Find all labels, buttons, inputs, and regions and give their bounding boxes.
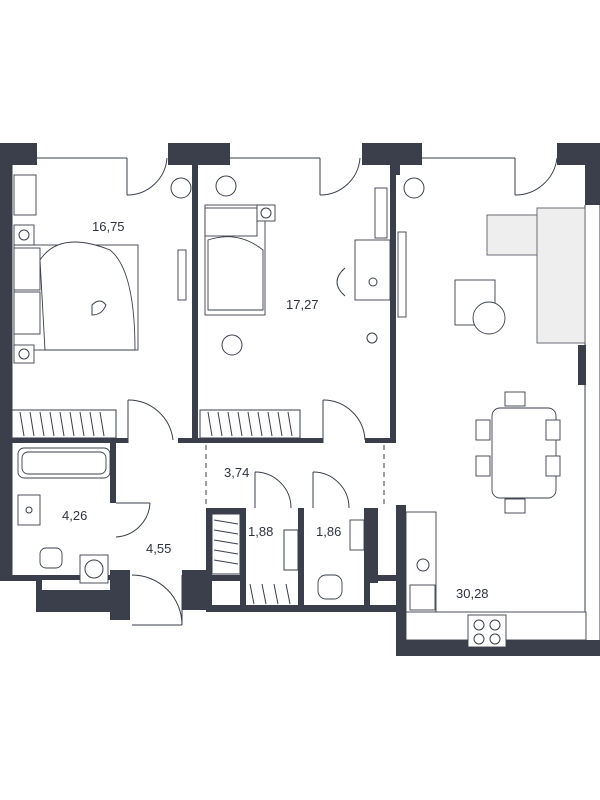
room-area-label-entrance-hall: 4,55 xyxy=(146,541,171,556)
kitchen-furniture xyxy=(405,511,587,648)
plants xyxy=(170,175,531,463)
room-area-label-bedroom-1: 16,75 xyxy=(92,219,125,234)
room-area-label-living-kitchen: 30,28 xyxy=(456,586,489,601)
wc-furniture xyxy=(317,519,365,600)
bedroom-2-furniture xyxy=(204,187,407,344)
interior-walls xyxy=(12,165,406,612)
living-furniture xyxy=(454,207,586,514)
doors xyxy=(115,157,558,626)
room-area-label-bathroom: 4,26 xyxy=(62,508,87,523)
room-area-label-hallway: 3,74 xyxy=(224,465,249,480)
bathroom-furniture xyxy=(17,447,111,584)
room-area-label-wc: 1,86 xyxy=(316,524,341,539)
room-area-label-bedroom-2: 17,27 xyxy=(286,297,319,312)
bedroom-1-furniture xyxy=(13,174,187,364)
wardrobes xyxy=(11,409,301,605)
room-area-label-wardrobe: 1,88 xyxy=(248,524,273,539)
area-labels: 16,75 17,27 30,28 3,74 4,26 4,55 1,88 1,… xyxy=(62,219,489,601)
